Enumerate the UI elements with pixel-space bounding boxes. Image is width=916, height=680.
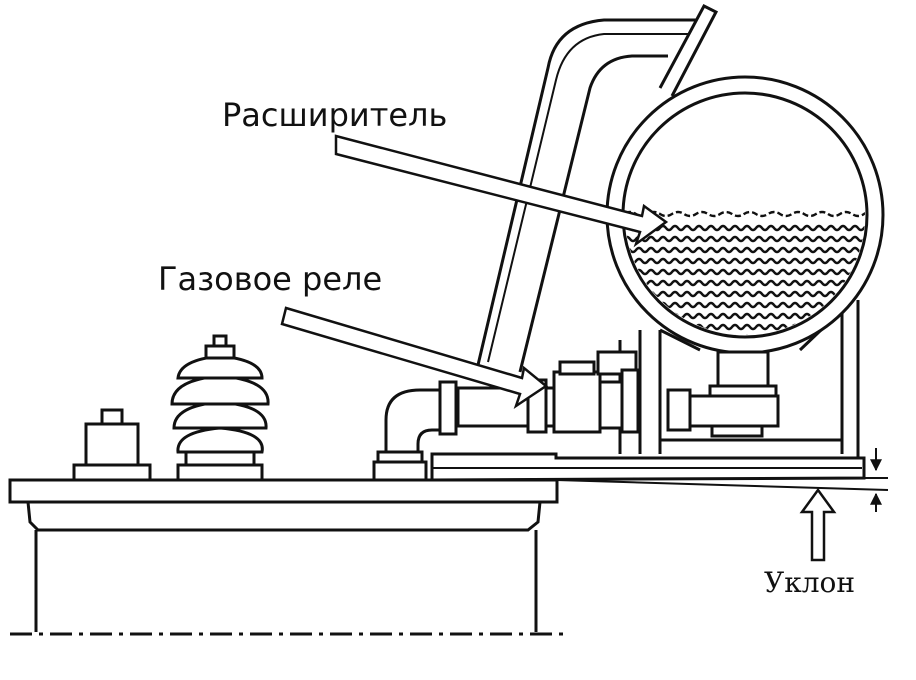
label-expander: Расширитель	[222, 96, 447, 134]
support-base	[430, 452, 866, 482]
relay-body	[552, 370, 602, 434]
oil-wave-line	[625, 246, 865, 254]
incline-pipe	[476, 18, 700, 373]
gas-relay-callout-arrow	[280, 306, 549, 410]
oil-wave-line	[625, 312, 865, 320]
transformer-tank	[8, 478, 559, 632]
label-gas-relay: Газовое реле	[158, 260, 382, 298]
small-bushing	[72, 408, 152, 482]
elbow-pipe	[372, 380, 458, 482]
slope-line	[555, 479, 889, 491]
insulator-bushing	[170, 334, 270, 482]
oil-wave-line	[625, 235, 865, 243]
expander-outlet	[666, 350, 780, 438]
oil-wave-line	[625, 323, 865, 331]
top-rod	[658, 4, 719, 97]
oil-wave-line	[625, 257, 865, 265]
tank-lid	[8, 478, 559, 504]
tank-flange	[26, 500, 542, 532]
expander-callout-arrow	[334, 134, 669, 248]
expander-drum	[605, 75, 885, 355]
gas-relay	[456, 350, 640, 434]
slope-indicator	[555, 448, 889, 512]
slope-arrow	[799, 487, 837, 562]
label-slope: Уклон	[764, 566, 855, 599]
